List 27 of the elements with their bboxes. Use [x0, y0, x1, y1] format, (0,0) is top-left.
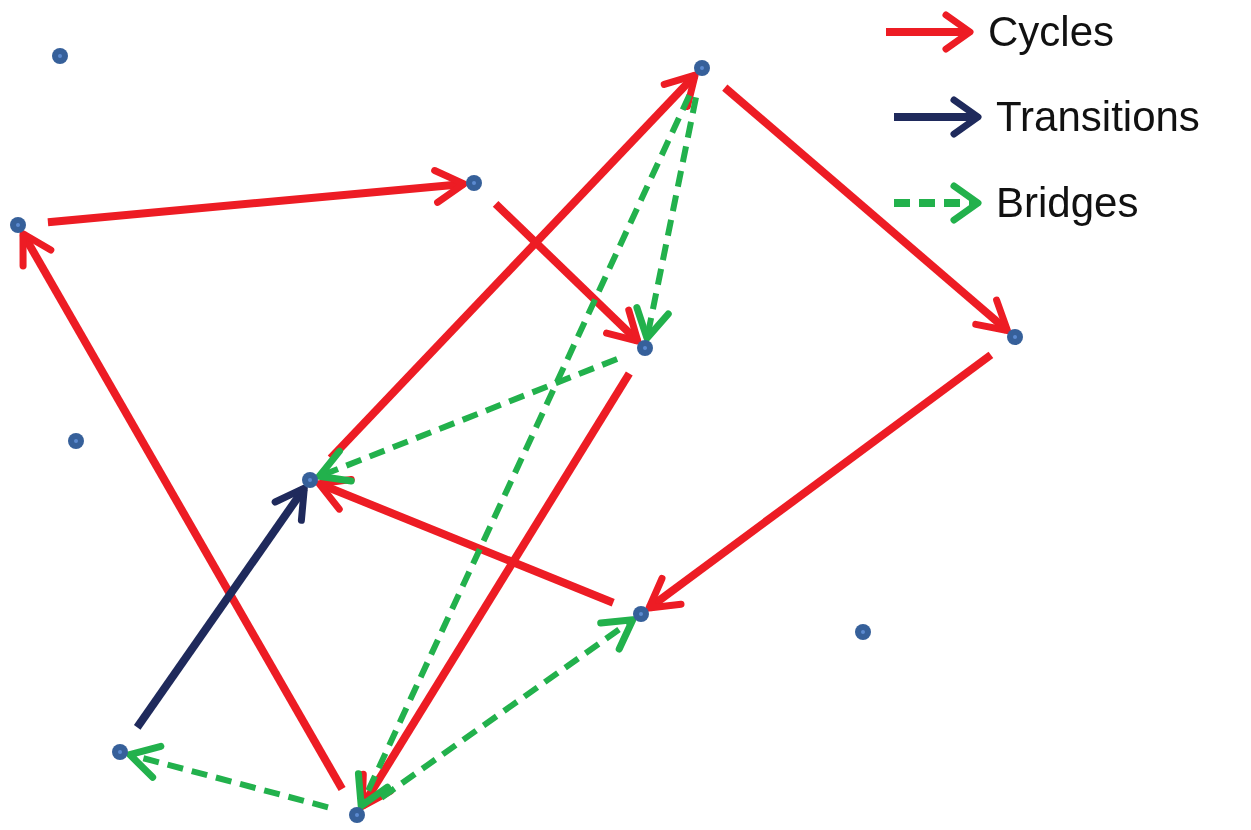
arrow — [379, 616, 637, 801]
arrow — [133, 484, 308, 730]
graph-node — [10, 217, 26, 233]
graph-node — [52, 48, 68, 64]
arrow — [358, 371, 633, 810]
arrow — [633, 96, 699, 342]
arrow — [645, 351, 994, 612]
arrow — [492, 200, 642, 345]
graph-node — [466, 175, 482, 191]
graph-node — [349, 807, 365, 823]
graph-node — [112, 744, 128, 760]
arrow — [315, 475, 615, 607]
legend-text: Transitions — [996, 96, 1200, 138]
arrow — [722, 84, 1011, 334]
graph-node — [302, 472, 318, 488]
graph-node — [68, 433, 84, 449]
arrow — [126, 742, 329, 811]
graph-node — [633, 606, 649, 622]
arrow — [354, 93, 693, 810]
legend-text: Bridges — [996, 182, 1139, 224]
graph-node — [855, 624, 871, 640]
arrow — [19, 230, 346, 791]
graph-node — [637, 340, 653, 356]
arrow — [315, 356, 619, 485]
graph-node — [694, 60, 710, 76]
legend-text: Cycles — [988, 11, 1115, 53]
graph-node — [1007, 329, 1023, 345]
